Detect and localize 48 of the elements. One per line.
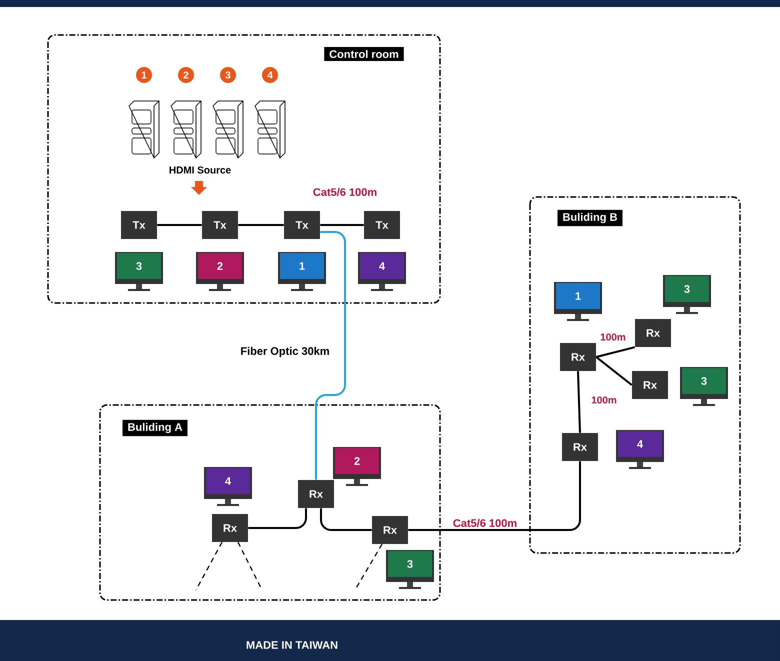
cable [238, 224, 284, 226]
footer-text: MADE IN TAIWAN [246, 641, 338, 649]
extender-box: Rx [635, 319, 671, 347]
extender-box: Tx [121, 211, 157, 239]
extender-box: Tx [284, 211, 320, 239]
edge-label: 100m [590, 395, 618, 405]
monitor: 1 [278, 252, 326, 291]
extender-box: Rx [298, 480, 334, 508]
cable [596, 356, 632, 386]
cable [577, 371, 581, 433]
monitor: 1 [554, 282, 602, 321]
cable [320, 508, 372, 531]
number-badge: 4 [262, 67, 278, 83]
edge-label: Fiber Optic 30km [239, 346, 331, 358]
cable [157, 224, 202, 226]
extender-box: Rx [632, 371, 668, 399]
room-title: Buliding B [558, 210, 622, 226]
monitor: 3 [386, 550, 434, 589]
number-badge: 1 [136, 67, 152, 83]
label: HDMI Source [170, 166, 231, 174]
extender-box: Tx [364, 211, 400, 239]
cable-stub [195, 542, 223, 590]
monitor: 4 [204, 467, 252, 506]
monitor: 3 [115, 252, 163, 291]
extender-box: Rx [560, 343, 596, 371]
cable [315, 231, 346, 480]
edge-label: 100m [599, 332, 627, 342]
cable [320, 224, 364, 226]
monitor: 3 [663, 275, 711, 314]
monitor: 4 [616, 430, 664, 469]
monitor: 2 [196, 252, 244, 291]
edge-label: Cat5/6 100m [452, 518, 518, 528]
extender-box: Rx [212, 514, 248, 542]
extender-box: Rx [562, 433, 598, 461]
cable [248, 508, 307, 529]
monitor: 2 [333, 447, 381, 486]
cable [408, 461, 581, 531]
cable [596, 346, 636, 358]
room-title: Buliding A [122, 420, 188, 436]
cable-label: Cat5/6 100m [313, 188, 376, 196]
number-badge: 2 [178, 67, 194, 83]
extender-box: Tx [202, 211, 238, 239]
number-badge: 3 [220, 67, 236, 83]
cable-stub [354, 544, 383, 590]
extender-box: Rx [372, 516, 408, 544]
monitor: 4 [358, 252, 406, 291]
room-title: Control room [324, 46, 404, 62]
monitor: 3 [680, 367, 728, 406]
